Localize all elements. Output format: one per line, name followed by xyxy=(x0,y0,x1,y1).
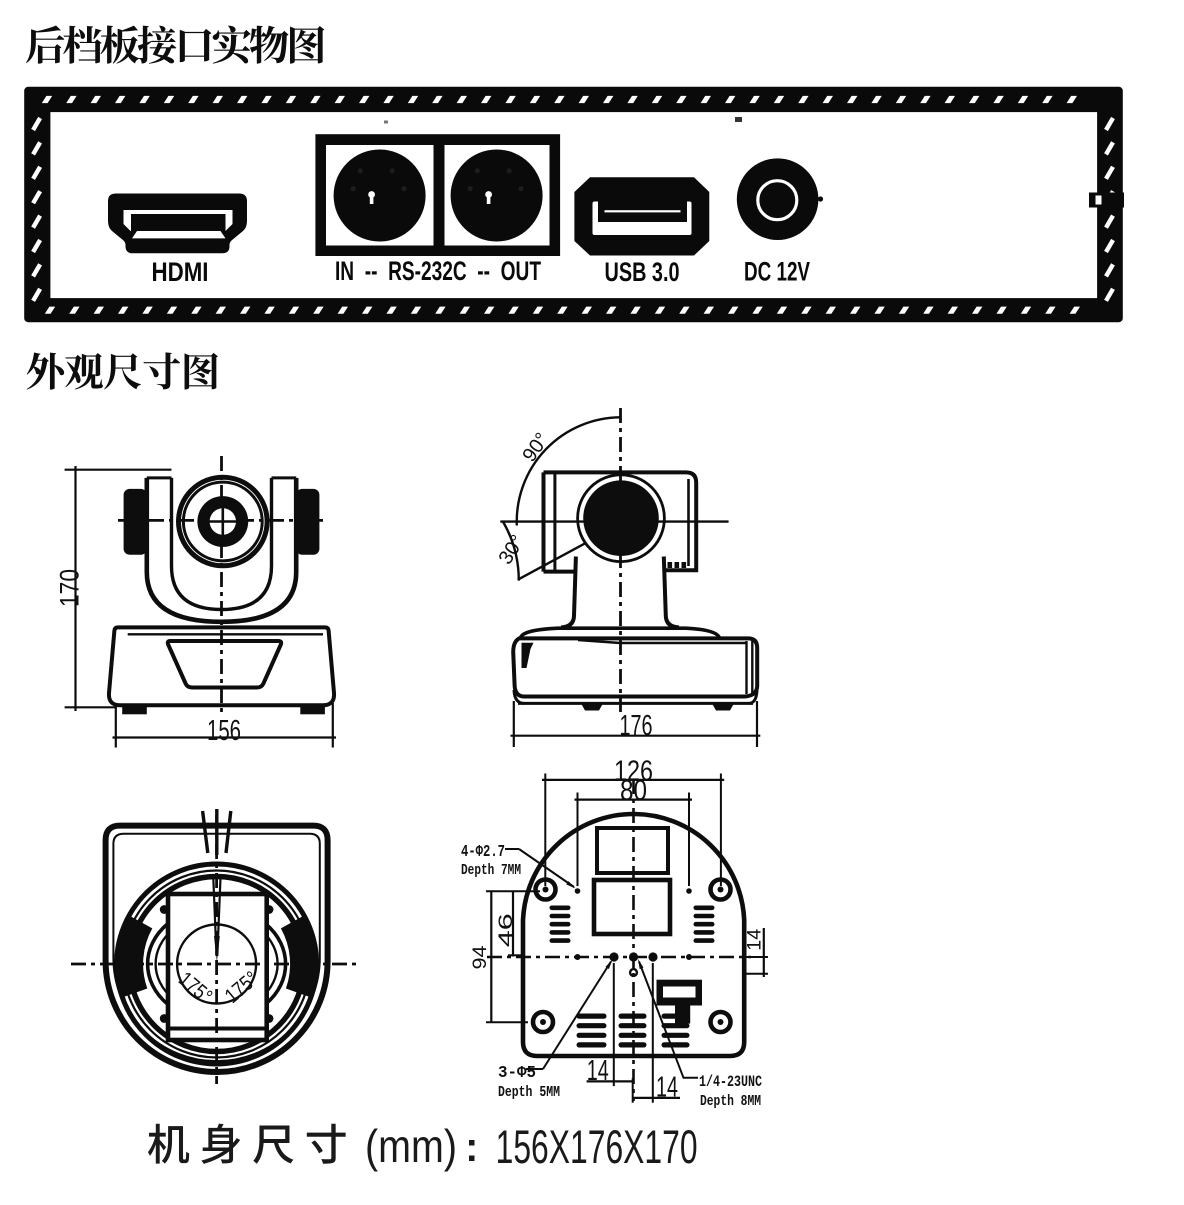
svg-text:Depth 8MM: Depth 8MM xyxy=(700,1093,761,1110)
svg-text:80: 80 xyxy=(620,775,647,807)
svg-text:170: 170 xyxy=(54,569,84,607)
svg-text:HDMI: HDMI xyxy=(152,257,209,287)
svg-text:Depth 5MM: Depth 5MM xyxy=(498,1084,560,1101)
svg-text:94: 94 xyxy=(470,945,491,969)
svg-text:1/4-23UNC: 1/4-23UNC xyxy=(699,1073,762,1091)
svg-text:14: 14 xyxy=(587,1055,609,1087)
svg-text:46: 46 xyxy=(496,913,517,947)
svg-text:14: 14 xyxy=(656,1072,678,1104)
svg-text:4-Φ2.7: 4-Φ2.7 xyxy=(461,843,505,862)
svg-text:Depth 7MM: Depth 7MM xyxy=(461,862,521,879)
svg-text:14: 14 xyxy=(745,928,766,950)
svg-text:3-Φ5: 3-Φ5 xyxy=(498,1064,536,1083)
svg-text:USB 3.0: USB 3.0 xyxy=(605,257,680,287)
svg-text:126: 126 xyxy=(614,756,653,788)
svg-text:176: 176 xyxy=(620,710,653,742)
svg-text:DC 12V: DC 12V xyxy=(744,257,810,287)
svg-text:(mm): (mm) xyxy=(365,1120,457,1172)
svg-text:156X176X170: 156X176X170 xyxy=(496,1120,698,1173)
svg-text:156: 156 xyxy=(207,715,241,747)
svg-text:IN -- RS-232C -- OUT: IN -- RS-232C -- OUT xyxy=(335,256,541,286)
